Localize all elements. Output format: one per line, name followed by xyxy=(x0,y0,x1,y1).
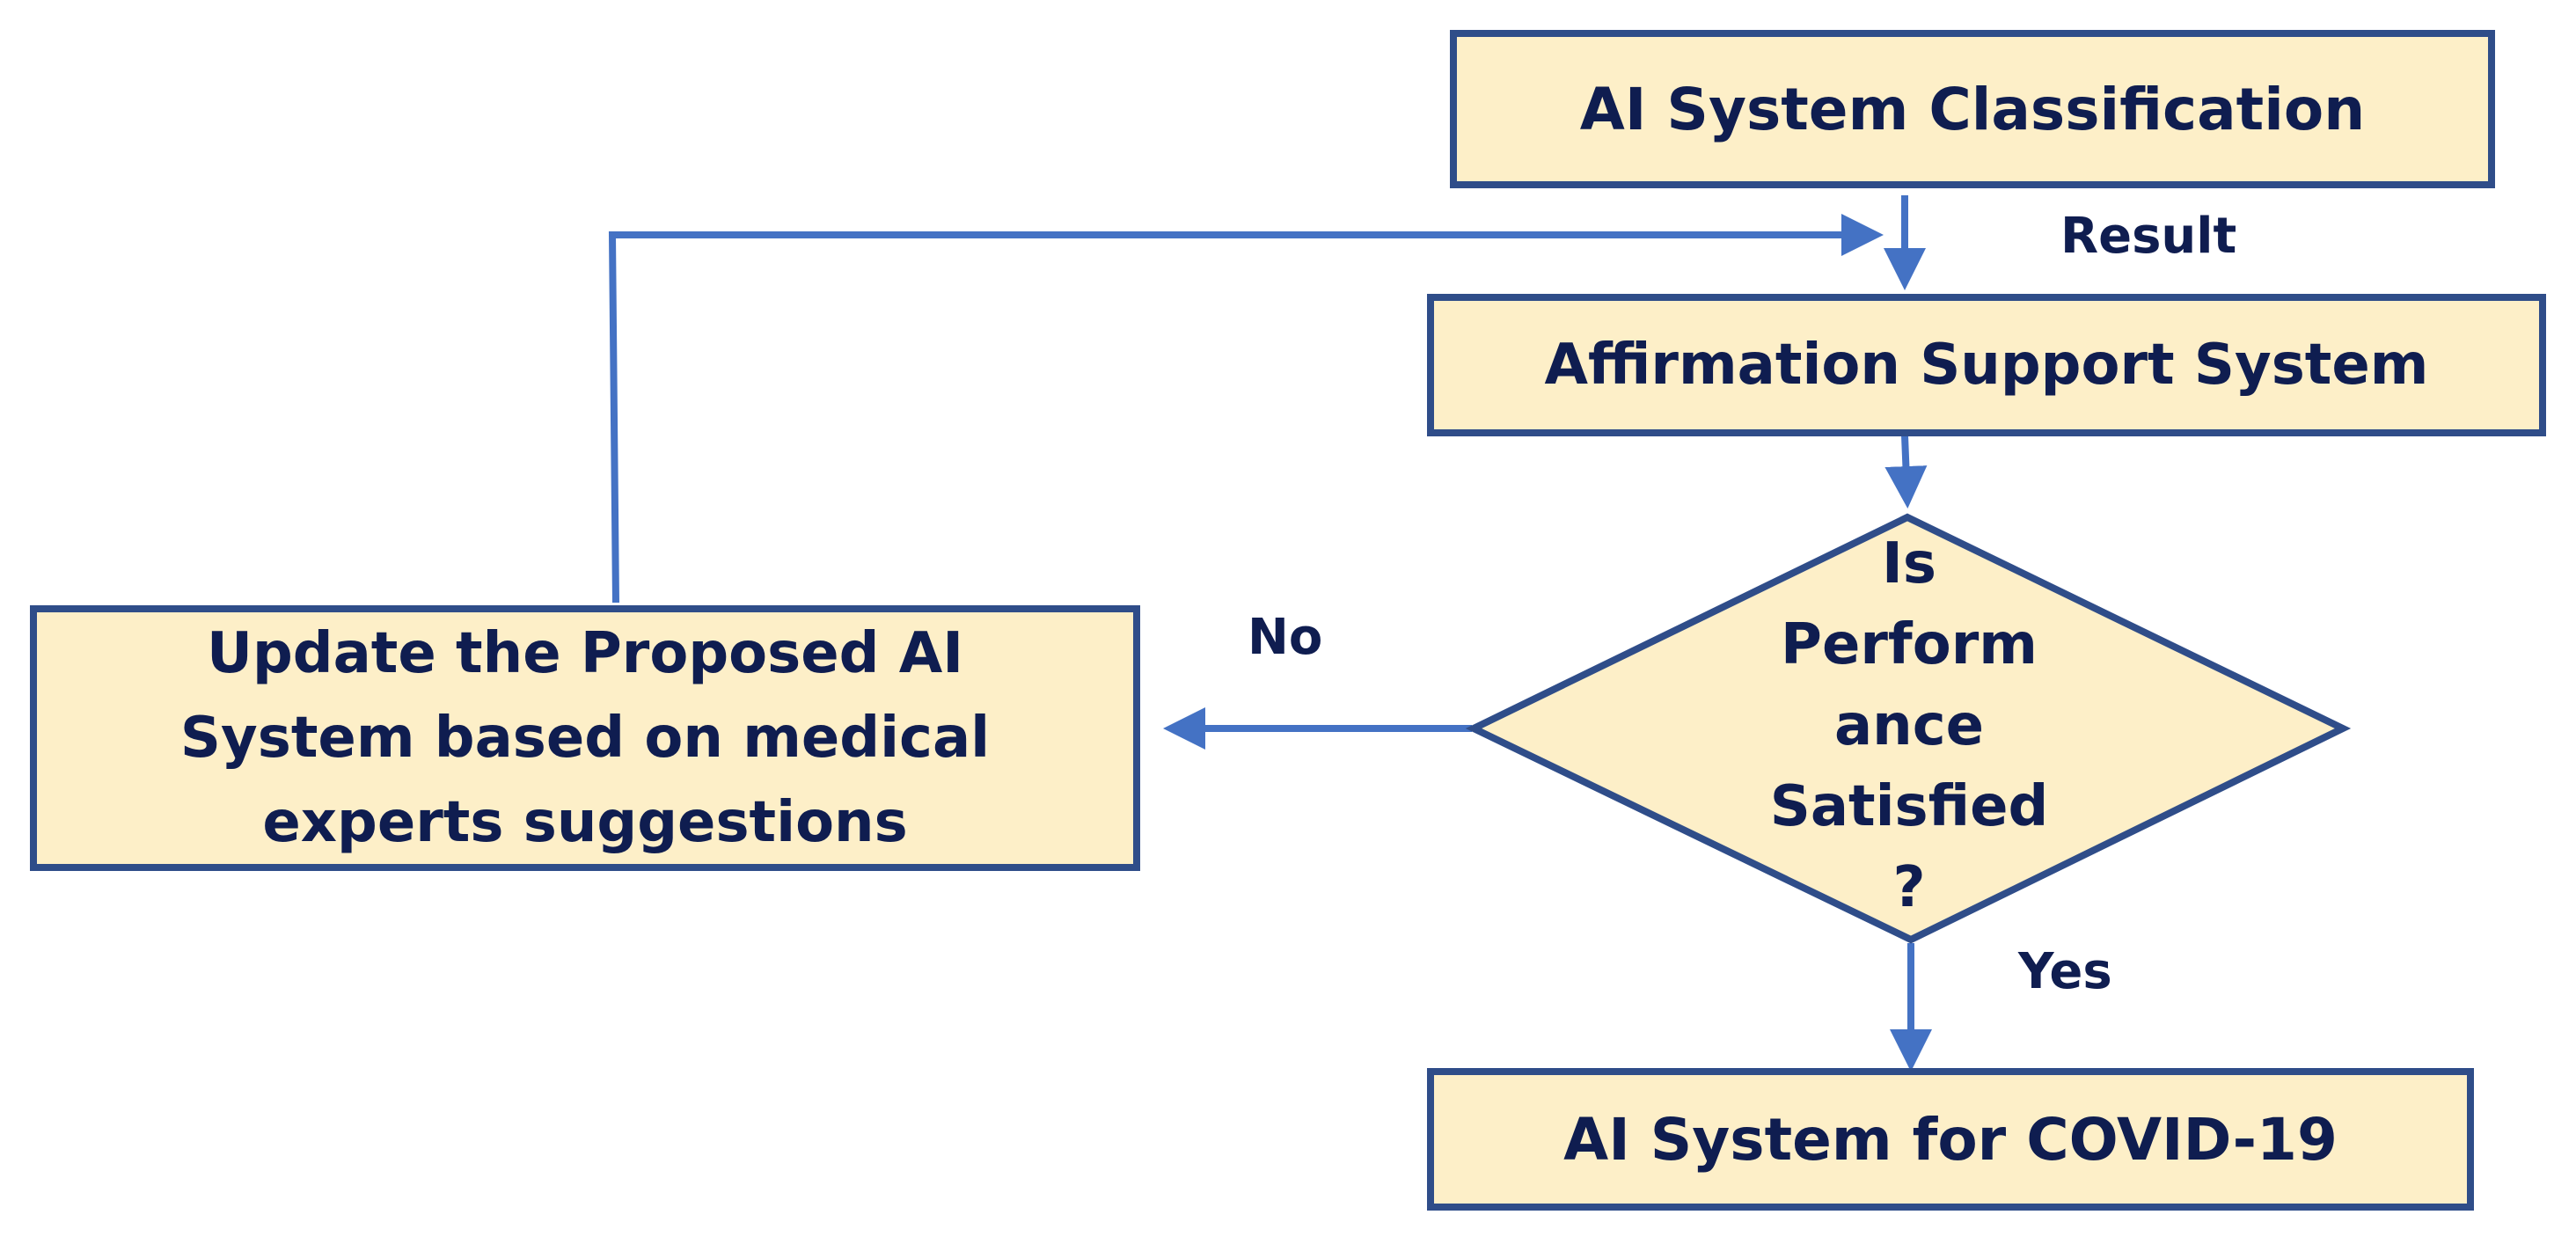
final-box: AI System for COVID-19 xyxy=(1427,1068,2474,1211)
arrow-update-loop-back xyxy=(608,214,1884,604)
yes-label: Yes xyxy=(2018,943,2112,1000)
update-text-line-1: Update the Proposed AI xyxy=(206,621,964,686)
no-label: No xyxy=(1248,609,1323,666)
decision-text: Is Perform ance Satisfied ? xyxy=(1698,523,2120,928)
decision-diamond xyxy=(1465,513,2352,944)
update-text-line-3: experts suggestions xyxy=(262,790,908,855)
classification-box: AI System Classification xyxy=(1450,30,2495,188)
decision-text-line-3: ance xyxy=(1833,693,1985,758)
update-box: Update the Proposed AI System based on m… xyxy=(30,605,1140,871)
arrow-affirmation-to-decision xyxy=(1884,435,1928,509)
decision-text-line-4: Satisfied xyxy=(1769,774,2049,839)
final-text: AI System for COVID-19 xyxy=(1563,1105,2338,1174)
update-text-line-2: System based on medical xyxy=(179,706,991,771)
decision-text-line-5: ? xyxy=(1892,855,1926,920)
affirmation-text: Affirmation Support System xyxy=(1544,333,2429,398)
affirmation-box: Affirmation Support System xyxy=(1427,294,2546,436)
decision-text-line-1: Is xyxy=(1882,531,1936,596)
decision-text-line-2: Perform xyxy=(1781,612,2038,677)
result-label: Result xyxy=(2060,208,2237,265)
classification-text: AI System Classification xyxy=(1579,75,2366,143)
